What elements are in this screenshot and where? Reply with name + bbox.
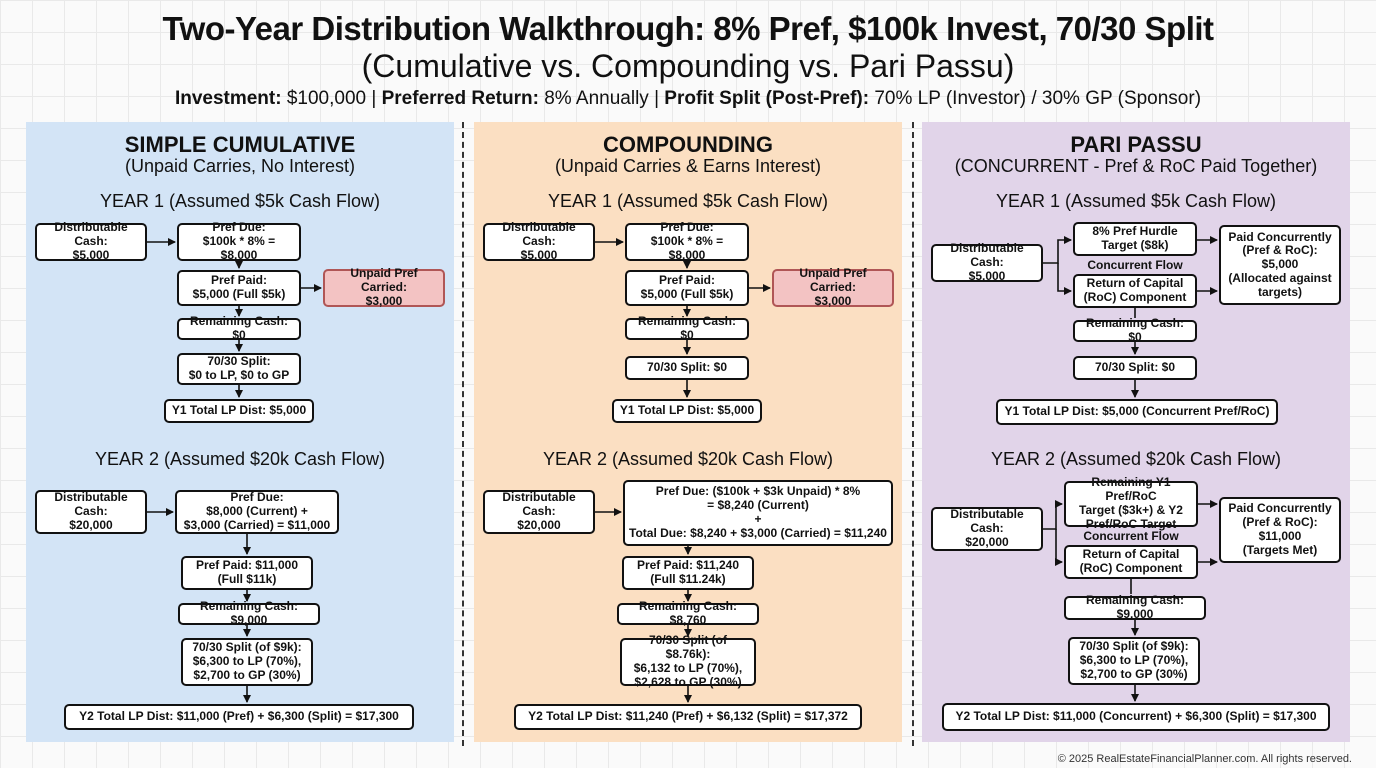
concurrent-flow-label: Concurrent Flow xyxy=(1087,258,1183,272)
panel-title: COMPOUNDING xyxy=(603,132,773,157)
assumptions-line: Investment: $100,000 | Preferred Return:… xyxy=(0,88,1376,110)
year2-heading: YEAR 2 (Assumed $20k Cash Flow) xyxy=(542,449,834,469)
separator: | xyxy=(371,88,377,109)
distributable-cash-box: Distributable Cash:$5,000 xyxy=(931,242,1043,283)
paid-concurrently-box: Paid Concurrently(Pref & RoC):$11,000(Ta… xyxy=(1219,497,1341,563)
panel-title: SIMPLE CUMULATIVE xyxy=(124,132,356,157)
year1-heading: YEAR 1 (Assumed $5k Cash Flow) xyxy=(995,191,1277,211)
unpaid-pref-carried-box: Unpaid Pref Carried:$3,000 xyxy=(772,267,894,308)
remaining-cash-box: Remaining Cash: $9,000 xyxy=(178,599,320,627)
split-box: 70/30 Split (of $9k):$6,300 to LP (70%),… xyxy=(181,638,313,686)
year1-heading: YEAR 1 (Assumed $5k Cash Flow) xyxy=(547,191,829,211)
pref-paid-box: Pref Paid: $11,240(Full $11.24k) xyxy=(622,556,754,590)
year1-total-box: Y1 Total LP Dist: $5,000 xyxy=(612,399,762,423)
distributable-cash-box: Distributable Cash:$5,000 xyxy=(483,221,595,262)
year2-heading: YEAR 2 (Assumed $20k Cash Flow) xyxy=(990,449,1282,469)
roc-component-box: Return of Capital(RoC) Component xyxy=(1073,274,1197,308)
pref-label: Preferred Return: xyxy=(381,88,539,109)
year1-heading: YEAR 1 (Assumed $5k Cash Flow) xyxy=(99,191,381,211)
roc-component-box: Return of Capital(RoC) Component xyxy=(1064,545,1198,579)
panel-divider xyxy=(912,122,914,746)
pref-due-box: Pref Due:$8,000 (Current) +$3,000 (Carri… xyxy=(175,490,339,534)
distributable-cash-box: Distributable Cash:$5,000 xyxy=(35,221,147,262)
distributable-cash-box: Distributable Cash:$20,000 xyxy=(35,490,147,534)
paid-concurrently-box: Paid Concurrently(Pref & RoC):$5,000(All… xyxy=(1219,225,1341,305)
remaining-cash-box: Remaining Cash: $0 xyxy=(177,314,301,342)
pref-due-box: Pref Due:$100k * 8% = $8,000 xyxy=(625,221,749,262)
distributable-cash-box: Distributable Cash:$20,000 xyxy=(483,490,595,534)
split-box: 70/30 Split:$0 to LP, $0 to GP xyxy=(177,353,301,385)
panel-subtitle: (CONCURRENT - Pref & RoC Paid Together) xyxy=(954,156,1318,176)
pref-paid-box: Pref Paid:$5,000 (Full $5k) xyxy=(177,270,301,306)
investment-label: Investment: xyxy=(174,88,282,109)
separator: | xyxy=(654,88,660,109)
split-box: 70/30 Split (of $9k):$6,300 to LP (70%),… xyxy=(1068,637,1200,685)
remaining-cash-box: Remaining Cash: $8,760 xyxy=(617,599,759,627)
year2-heading: YEAR 2 (Assumed $20k Cash Flow) xyxy=(94,449,386,469)
year2-total-box: Y2 Total LP Dist: $11,000 (Pref) + $6,30… xyxy=(64,704,414,730)
split-box: 70/30 Split (of $8.76k):$6,132 to LP (70… xyxy=(620,634,756,689)
investment-value: $100,000 xyxy=(286,88,367,109)
unpaid-pref-carried-box: Unpaid Pref Carried:$3,000 xyxy=(323,267,445,308)
pref-due-box: Pref Due: ($100k + $3k Unpaid) * 8%= $8,… xyxy=(623,480,893,546)
year1-total-box: Y1 Total LP Dist: $5,000 (Concurrent Pre… xyxy=(996,399,1278,425)
year2-total-box: Y2 Total LP Dist: $11,240 (Pref) + $6,13… xyxy=(514,704,862,730)
pref-paid-box: Pref Paid: $11,000(Full $11k) xyxy=(181,556,313,590)
pref-due-box: Pref Due:$100k * 8% = $8,000 xyxy=(177,221,301,262)
remaining-cash-box: Remaining Cash: $0 xyxy=(1073,316,1197,344)
panel-subtitle: (Unpaid Carries & Earns Interest) xyxy=(554,156,822,176)
pref-value: 8% Annually xyxy=(544,88,649,109)
split-value: 70% LP (Investor) / 30% GP (Sponsor) xyxy=(874,88,1202,109)
year2-total-box: Y2 Total LP Dist: $11,000 (Concurrent) +… xyxy=(942,703,1330,731)
distributable-cash-box: Distributable Cash:$20,000 xyxy=(931,507,1043,551)
panel-divider xyxy=(462,122,464,746)
year1-total-box: Y1 Total LP Dist: $5,000 xyxy=(164,399,314,423)
split-box: 70/30 Split: $0 xyxy=(1073,356,1197,380)
remaining-cash-box: Remaining Cash: $9,000 xyxy=(1064,593,1206,621)
panel-title: PARI PASSU xyxy=(1070,132,1202,157)
pref-paid-box: Pref Paid:$5,000 (Full $5k) xyxy=(625,270,749,306)
remaining-cash-box: Remaining Cash: $0 xyxy=(625,314,749,342)
panel-subtitle: (Unpaid Carries, No Interest) xyxy=(124,156,356,176)
page-title: Two-Year Distribution Walkthrough: 8% Pr… xyxy=(162,10,1214,47)
page-subtitle: (Cumulative vs. Compounding vs. Pari Pas… xyxy=(361,48,1015,84)
concurrent-flow-label: Concurrent Flow xyxy=(1083,529,1179,543)
split-label: Profit Split (Post-Pref): xyxy=(664,88,870,109)
copyright-footer: © 2025 RealEstateFinancialPlanner.com. A… xyxy=(1057,753,1352,765)
split-box: 70/30 Split: $0 xyxy=(625,356,749,380)
